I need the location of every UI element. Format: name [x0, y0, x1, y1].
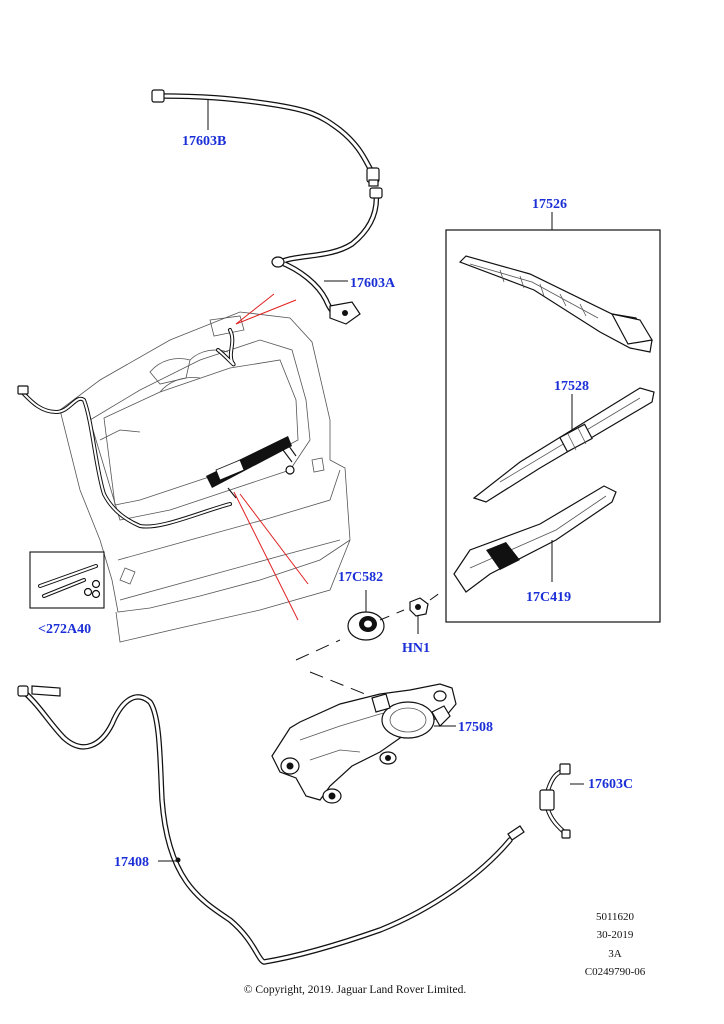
copyright-text: © Copyright, 2019. Jaguar Land Rover Lim…: [244, 984, 467, 996]
callout-272a40[interactable]: <272A40: [38, 622, 91, 637]
wiper-motor-17508[interactable]: [271, 683, 457, 804]
hose-17603a[interactable]: [271, 187, 383, 325]
callout-17508[interactable]: 17508: [458, 720, 493, 735]
connector-kit-272a40[interactable]: [29, 551, 105, 609]
callout-hn1[interactable]: HN1: [402, 641, 430, 656]
installed-wiper-assembly: [206, 436, 297, 499]
callout-17c582[interactable]: 17C582: [338, 570, 383, 585]
callout-17603b[interactable]: 17603B: [182, 134, 226, 149]
grommet-17c582[interactable]: [347, 590, 385, 641]
callout-labels: 17603B 17603A 17526 17528 17C419 17C582 …: [38, 100, 633, 870]
hose-17408[interactable]: [17, 685, 525, 965]
wiper-arm-cover-17c419[interactable]: [453, 485, 617, 593]
info-line-3: 3A: [608, 948, 622, 960]
callout-17408[interactable]: 17408: [114, 855, 149, 870]
highlight-lines: [233, 293, 309, 621]
info-line-2: 30-2019: [597, 929, 634, 941]
callout-17526[interactable]: 17526: [532, 197, 567, 212]
tailgate-hose-routing: [17, 328, 236, 529]
callout-17528[interactable]: 17528: [554, 379, 589, 394]
hose-17603b[interactable]: [151, 89, 380, 187]
wiper-kit-box: [445, 212, 661, 623]
connector-17603c[interactable]: [539, 763, 584, 839]
nut-hn1[interactable]: [409, 597, 429, 634]
wiper-blade-17526[interactable]: [458, 255, 653, 353]
info-line-1: 5011620: [596, 911, 635, 923]
callout-17603c[interactable]: 17603C: [588, 777, 633, 792]
wiper-arm-17528[interactable]: [472, 387, 655, 503]
tailgate-body: [59, 311, 351, 643]
callout-17c419[interactable]: 17C419: [526, 590, 571, 605]
drawing-info-block: 5011620 30-2019 3A C0249790-06: [585, 911, 646, 978]
info-line-4: C0249790-06: [585, 966, 646, 978]
assembly-lines: [295, 589, 445, 701]
callout-17603a[interactable]: 17603A: [350, 276, 396, 291]
